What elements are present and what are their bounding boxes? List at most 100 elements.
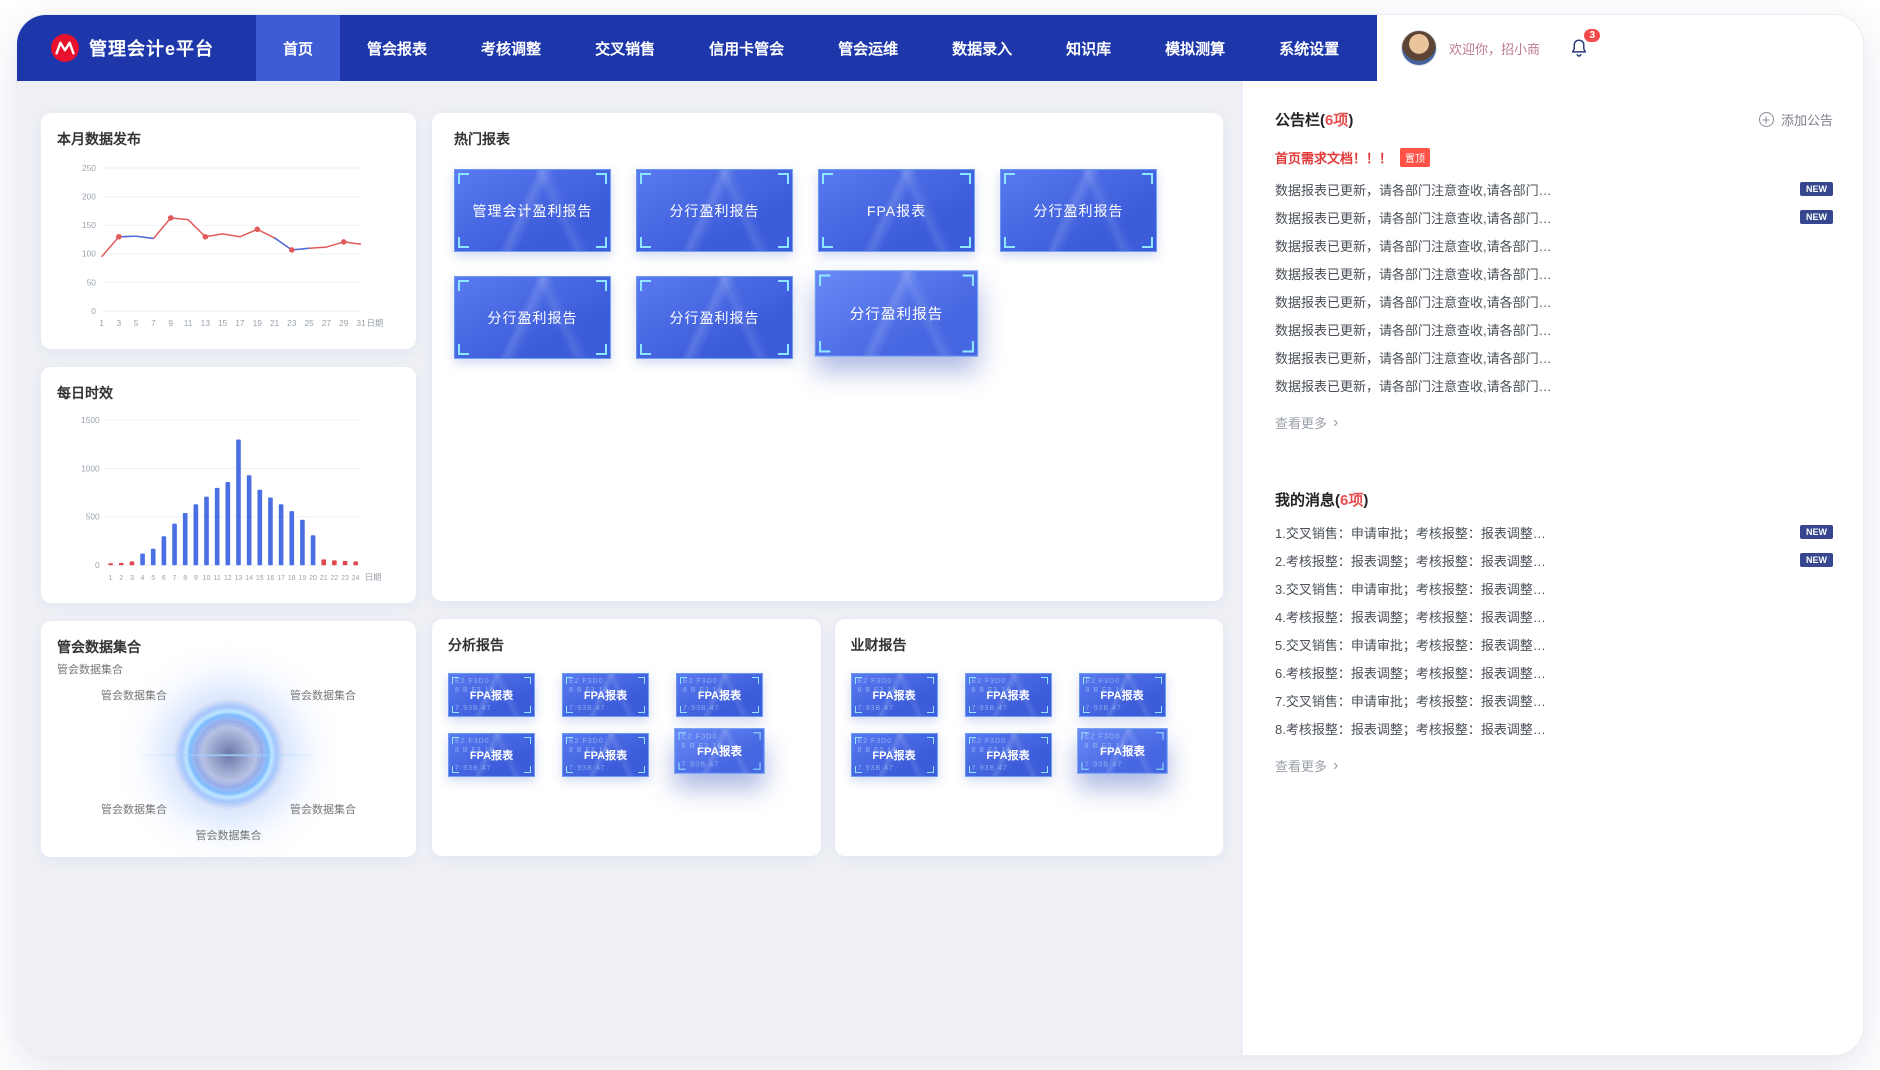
tile-corner-icon xyxy=(638,766,645,773)
announcement-item[interactable]: 数据报表已更新，请各部门注意查收,请各部门… NEW xyxy=(1275,287,1833,315)
new-badge: NEW xyxy=(1800,210,1833,224)
report-tile[interactable]: FPA报表 xyxy=(818,169,975,252)
svg-text:10: 10 xyxy=(203,575,211,582)
report-tile-small[interactable]: E2 F3D0 8 B F3 14 7·93B 47 FPA报表 xyxy=(1076,728,1168,774)
svg-text:9: 9 xyxy=(168,318,173,328)
nav-item[interactable]: 交叉销售 xyxy=(568,15,682,81)
report-tile-small[interactable]: E2 F3D0 8 B F3 14 7·93B 47 FPA报表 xyxy=(448,733,535,777)
nav-item-label: 数据录入 xyxy=(952,40,1013,58)
nav-item[interactable]: 数据录入 xyxy=(925,15,1039,81)
report-tile-small[interactable]: E2 F3D0 8 B F3 14 7·93B 47 FPA报表 xyxy=(674,728,765,774)
tile-noise-text: 7·93B 47 xyxy=(857,765,894,772)
message-item[interactable]: 4.考核报整：报表调整；考核报整：报表调整… NEW xyxy=(1275,602,1833,630)
tile-noise-text: 8 B F3 14 xyxy=(1084,742,1125,750)
navbar: 管理会计e平台 首页 管会报表 考核调整 xyxy=(17,15,1377,81)
announcement-item[interactable]: 数据报表已更新，请各部门注意查收,请各部门… NEW xyxy=(1275,371,1833,399)
announcement-item[interactable]: 数据报表已更新，请各部门注意查收,请各部门… NEW xyxy=(1275,343,1833,371)
announcement-item[interactable]: 数据报表已更新，请各部门注意查收,请各部门… NEW xyxy=(1275,315,1833,343)
report-tile-small[interactable]: E2 F3D0 8 B F3 14 7·93B 47 FPA报表 xyxy=(850,733,938,777)
nav-item[interactable]: 知识库 xyxy=(1039,15,1138,81)
tile-corner-icon xyxy=(960,173,971,184)
nav-item[interactable]: 系统设置 xyxy=(1252,15,1366,81)
svg-text:12: 12 xyxy=(224,575,232,582)
tile-noise-text: 7·93B 47 xyxy=(455,765,492,772)
report-tile-small[interactable]: E2 F3D0 8 B F3 14 7·93B 47 FPA报表 xyxy=(448,673,535,717)
message-item[interactable]: 8.考核报整：报表调整；考核报整：报表调整… NEW xyxy=(1275,714,1833,742)
tile-corner-icon xyxy=(819,341,831,353)
message-item[interactable]: 6.考核报整：报表调整；考核报整：报表调整… NEW xyxy=(1275,658,1833,686)
tile-corner-icon xyxy=(452,677,459,684)
tile-corner-icon xyxy=(566,766,573,773)
nav-item[interactable]: 管会运维 xyxy=(811,15,925,81)
messages-more-link[interactable]: 查看更多 › xyxy=(1275,756,1338,775)
report-tile-small[interactable]: E2 F3D0 8 B F3 14 7·93B 47 FPA报表 xyxy=(562,733,649,777)
notification-bell-icon[interactable]: 3 xyxy=(1568,29,1601,59)
report-tile[interactable]: 管理会计盈利报告 xyxy=(454,169,611,252)
report-tile-small[interactable]: E2 F3D0 8 B F3 14 7·93B 47 FPA报表 xyxy=(562,673,649,717)
announcements-title-text: ) xyxy=(1348,112,1354,129)
svg-text:1: 1 xyxy=(109,575,113,582)
tile-noise-text: E2 F3D0 xyxy=(1085,678,1121,685)
nav-item[interactable]: 管会报表 xyxy=(340,15,454,81)
nav-item-label: 模拟测算 xyxy=(1165,40,1226,58)
tile-corner-icon xyxy=(960,237,971,248)
tile-corner-icon xyxy=(1155,732,1164,740)
message-item[interactable]: 3.交叉销售：申请审批；考核报整：报表调整… NEW xyxy=(1275,574,1833,602)
svg-text:11: 11 xyxy=(184,318,193,328)
svg-text:3: 3 xyxy=(130,575,134,582)
tile-corner-icon xyxy=(458,280,469,291)
message-item[interactable]: 1.交叉销售：申请审批；考核报整：报表调整… NEW xyxy=(1275,518,1833,546)
tile-corner-icon xyxy=(822,173,833,184)
pinned-badge: 置顶 xyxy=(1400,148,1431,167)
tile-noise-text: 7·93B 47 xyxy=(1084,761,1122,769)
messages-count: 6项 xyxy=(1340,492,1364,509)
announcement-item[interactable]: 数据报表已更新，请各部门注意查收,请各部门… NEW xyxy=(1275,231,1833,259)
svg-text:0: 0 xyxy=(95,560,100,570)
report-tile[interactable]: 分行盈利报告 xyxy=(636,276,793,359)
tile-noise-text: 7·93B 47 xyxy=(857,705,894,712)
tile-noise-text: 8 B F3 14 xyxy=(569,747,609,754)
nav-item[interactable]: 考核调整 xyxy=(454,15,568,81)
tile-corner-icon xyxy=(854,706,862,713)
message-item[interactable]: 2.考核报整：报表调整；考核报整：报表调整… NEW xyxy=(1275,546,1833,574)
report-tile-label: FPA报表 xyxy=(697,690,742,702)
report-tile-label: FPA报表 xyxy=(872,750,916,762)
tile-noise-text: 8 B F3 14 xyxy=(683,687,723,694)
message-text: 7.交叉销售：申请审批；考核报整：报表调整… xyxy=(1275,693,1546,709)
nav-item[interactable]: 信用卡管会 xyxy=(682,15,811,81)
nav-item[interactable]: 模拟测算 xyxy=(1138,15,1252,81)
tile-corner-icon xyxy=(1080,762,1089,770)
tile-corner-icon xyxy=(1082,677,1090,684)
tile-corner-icon xyxy=(1155,762,1164,770)
avatar[interactable] xyxy=(1401,30,1437,66)
report-tile[interactable]: 分行盈利报告 xyxy=(814,270,979,357)
message-item[interactable]: 7.交叉销售：申请审批；考核报整：报表调整… NEW xyxy=(1275,686,1833,714)
report-tile-small[interactable]: E2 F3D0 8 B F3 14 7·93B 47 FPA报表 xyxy=(964,733,1052,777)
svg-text:23: 23 xyxy=(287,318,297,328)
nav-item-label: 考核调整 xyxy=(481,40,542,58)
announcement-item[interactable]: 数据报表已更新，请各部门注意查收,请各部门… NEW xyxy=(1275,203,1833,231)
report-tile[interactable]: 分行盈利报告 xyxy=(636,169,793,252)
nav-item[interactable]: 首页 xyxy=(256,15,341,81)
report-tile-small[interactable]: E2 F3D0 8 B F3 14 7·93B 47 FPA报表 xyxy=(850,673,938,717)
add-announcement-button[interactable]: 添加公告 xyxy=(1758,110,1833,129)
tile-noise-text: 7·93B 47 xyxy=(455,705,492,712)
report-tile[interactable]: 分行盈利报告 xyxy=(1000,169,1157,252)
svg-text:3: 3 xyxy=(117,318,122,328)
message-item[interactable]: 5.交叉销售：申请审批；考核报整：报表调整… NEW xyxy=(1275,630,1833,658)
svg-text:500: 500 xyxy=(86,512,100,522)
svg-text:22: 22 xyxy=(331,575,339,582)
report-tile-small[interactable]: E2 F3D0 8 B F3 14 7·93B 47 FPA报表 xyxy=(676,673,763,717)
pinned-announcement[interactable]: 首页需求文档！！！ 置顶 xyxy=(1275,148,1833,167)
report-tile-small[interactable]: E2 F3D0 8 B F3 14 7·93B 47 FPA报表 xyxy=(964,673,1052,717)
report-tile[interactable]: 分行盈利报告 xyxy=(454,276,611,359)
announcement-item[interactable]: 数据报表已更新，请各部门注意查收,请各部门… NEW xyxy=(1275,259,1833,287)
report-tile-small[interactable]: E2 F3D0 8 B F3 14 7·93B 47 FPA报表 xyxy=(1078,673,1166,717)
announcements-more-link[interactable]: 查看更多 › xyxy=(1275,413,1338,432)
more-label: 查看更多 xyxy=(1275,416,1328,431)
announcement-item[interactable]: 数据报表已更新，请各部门注意查收,请各部门… NEW xyxy=(1275,175,1833,203)
svg-text:27: 27 xyxy=(322,318,332,328)
